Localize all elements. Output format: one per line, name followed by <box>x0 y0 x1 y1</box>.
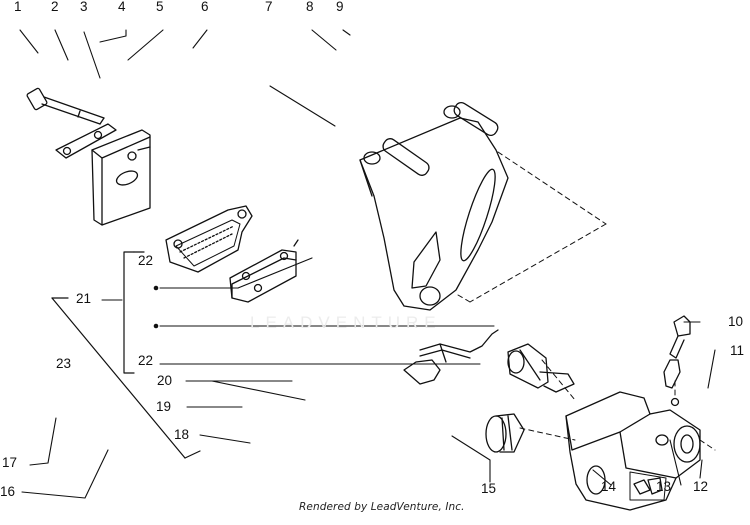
render-credit: Rendered by LeadVenture, Inc. <box>299 501 465 513</box>
caliper-bracket-part <box>359 101 509 311</box>
callout-19: 19 <box>156 399 172 414</box>
bleeder-valve-part <box>663 315 691 407</box>
callout-6: 6 <box>201 0 209 14</box>
lock-plate-part <box>55 123 117 159</box>
leader-lines <box>19 29 716 499</box>
callout-4: 4 <box>118 0 126 14</box>
group-bracket <box>51 251 201 459</box>
brake-pad-lower-part <box>229 239 299 303</box>
bullets <box>153 285 159 329</box>
bolt-part <box>26 87 105 125</box>
pointer-lines <box>159 257 495 365</box>
pad-plate-part <box>91 129 151 226</box>
spring-clip-part <box>403 329 499 385</box>
callout-1: 1 <box>14 0 22 14</box>
callout-22-upper: 22 <box>138 253 154 268</box>
callout-11: 11 <box>730 343 745 358</box>
assembly-dashed-lines <box>457 151 716 451</box>
callout-18: 18 <box>174 427 190 442</box>
callout-3: 3 <box>80 0 88 14</box>
callout-16: 16 <box>0 484 16 499</box>
callout-13: 13 <box>656 479 672 494</box>
callout-23: 23 <box>56 356 72 371</box>
callout-9: 9 <box>336 0 344 14</box>
callout-22-lower: 22 <box>138 353 154 368</box>
callout-8: 8 <box>306 0 314 14</box>
callout-5: 5 <box>156 0 164 14</box>
callout-2: 2 <box>51 0 59 14</box>
callout-15: 15 <box>481 481 497 496</box>
caliper-body-part <box>565 391 701 511</box>
brake-pad-upper-part <box>165 205 253 273</box>
callout-12: 12 <box>693 479 709 494</box>
callout-17: 17 <box>2 455 18 470</box>
pin-bolt-part <box>507 343 575 393</box>
callout-7: 7 <box>265 0 273 14</box>
boot-seal-part <box>485 413 525 453</box>
callout-20: 20 <box>157 373 173 388</box>
callout-21: 21 <box>76 291 92 306</box>
callout-10: 10 <box>728 314 744 329</box>
watermark: LEADVENTURE <box>250 313 442 332</box>
callout-14: 14 <box>601 479 617 494</box>
